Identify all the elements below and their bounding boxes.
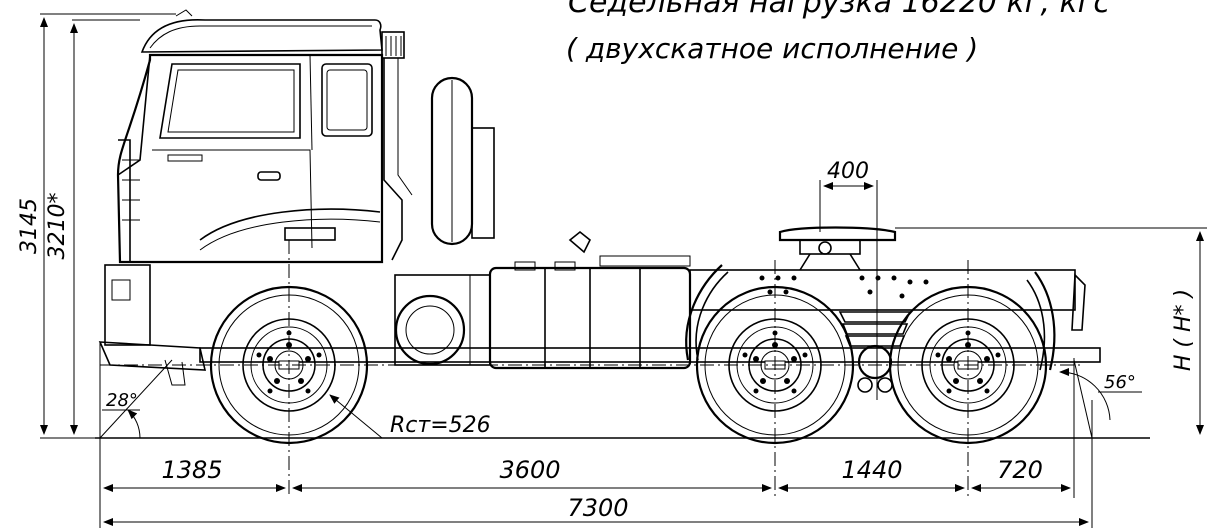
saddle-offset-label: 400 [827,159,869,184]
front-bumper [98,264,207,386]
departure-angle-label: 56° [1104,372,1136,393]
total-length-label: 7300 [567,494,628,522]
height-alt-label: 3210* [45,193,70,260]
chassis-frame [199,269,1101,363]
height-main-label: 3145 [17,198,42,254]
truck-cab [116,9,384,264]
rear-mudguards [685,264,1086,371]
saddle-height-label: H ( H* ) [1171,289,1196,371]
rear-overhang-label: 720 [997,456,1043,484]
wheelbase-front-label: 3600 [499,456,560,484]
fifth-wheel [778,226,897,271]
air-intake [381,31,413,261]
caption-line2: ( двухскатное исполнение ) [566,32,978,65]
caption-line1: Седельная нагрузка 16220 кг, кгс [568,0,1110,20]
wheel-radius-label: Rст=526 [390,413,491,438]
wheelbase-rear-label: 1440 [841,456,902,484]
spare-wheel [430,76,495,246]
air-tank [394,274,491,366]
front-overhang-label: 1385 [161,456,222,484]
approach-angle-label: 28° [106,390,138,411]
